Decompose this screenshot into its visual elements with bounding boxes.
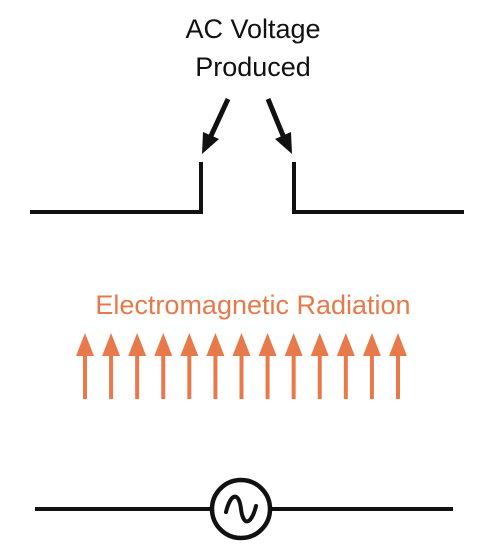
radiation-arrowhead <box>206 333 225 356</box>
voltage-label-line2: Produced <box>195 52 311 82</box>
left-pointer-arrowhead <box>202 132 219 154</box>
radiation-arrow <box>232 333 251 399</box>
radiation-label: Electromagnetic Radiation <box>95 290 410 320</box>
radiation-arrow <box>76 333 94 399</box>
radiation-arrowhead <box>76 333 94 356</box>
radiation-arrow <box>154 333 173 399</box>
radiation-arrowhead <box>180 333 199 356</box>
radiation-arrowhead <box>102 333 121 356</box>
radiation-arrowhead <box>336 333 355 356</box>
radiation-arrowhead <box>258 333 277 356</box>
right-pointer-arrowhead <box>275 132 292 154</box>
radiation-arrow <box>310 333 329 399</box>
radiation-arrowhead <box>389 333 407 356</box>
receiving-antenna <box>30 162 464 214</box>
radiation-arrow <box>180 333 199 399</box>
radiation-arrow <box>389 333 407 399</box>
radiation-arrowhead <box>128 333 147 356</box>
voltage-pointer-arrows <box>202 97 292 154</box>
radiation-arrow <box>284 333 303 399</box>
antenna-right-element <box>292 162 464 214</box>
radiation-arrowhead <box>232 333 251 356</box>
ac-source-icon <box>209 477 273 541</box>
radiation-arrow <box>258 333 277 399</box>
radiation-arrow <box>362 333 381 399</box>
sine-wave-icon <box>224 494 258 524</box>
transmitter <box>35 477 453 541</box>
radiation-arrow <box>336 333 355 399</box>
radiation-arrow <box>206 333 225 399</box>
radiation-arrows <box>76 333 407 399</box>
right-pointer-arrow <box>265 98 287 139</box>
voltage-label-line1: AC Voltage <box>185 14 320 44</box>
radiation-arrowhead <box>362 333 381 356</box>
radiation-arrow <box>102 333 121 399</box>
radiation-arrow <box>128 333 147 399</box>
radiation-arrowhead <box>284 333 303 356</box>
radiation-arrowhead <box>154 333 173 356</box>
left-pointer-arrow <box>207 97 231 140</box>
antenna-left-element <box>30 162 203 214</box>
radiation-arrowhead <box>310 333 329 356</box>
